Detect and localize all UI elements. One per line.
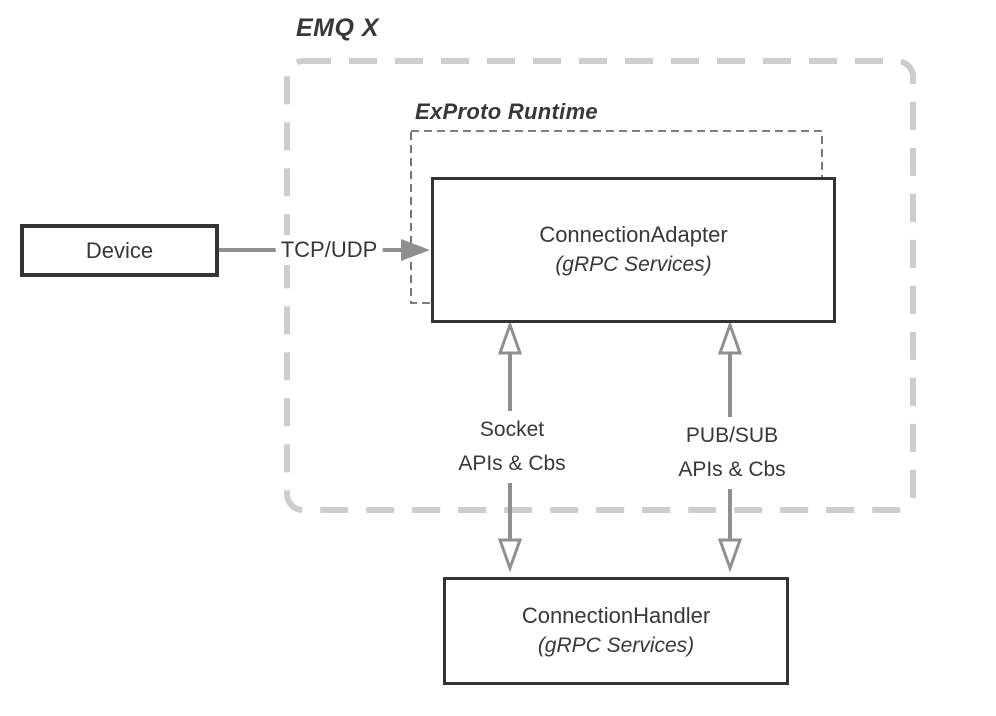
connection-handler-node: ConnectionHandler (gRPC Services)	[443, 577, 789, 685]
connection-adapter-node: ConnectionAdapter (gRPC Services)	[431, 177, 836, 323]
socket-edge-label-line1: Socket	[479, 418, 545, 441]
pubsub-arrowhead-down	[717, 538, 743, 573]
connection-handler-title: ConnectionHandler	[521, 603, 711, 628]
socket-edge-label-line2: APIs & Cbs	[458, 452, 566, 475]
socket-edge-label: Socket APIs & Cbs	[453, 411, 571, 483]
exproto-runtime-title: ExProto Runtime	[415, 99, 598, 124]
tcp-udp-arrowhead	[401, 239, 430, 261]
pubsub-edge-label-line2: APIs & Cbs	[678, 458, 786, 481]
tcp-udp-edge-label: TCP/UDP	[275, 235, 383, 265]
socket-arrowhead-up	[497, 320, 523, 355]
connection-adapter-title: ConnectionAdapter	[539, 222, 728, 247]
device-node-label: Device	[85, 237, 154, 263]
socket-arrowhead-down	[497, 538, 523, 573]
emqx-boundary-outline	[284, 58, 916, 513]
pubsub-edge-label: PUB/SUB APIs & Cbs	[673, 417, 791, 489]
emqx-title: EMQ X	[296, 14, 380, 42]
pubsub-arrowhead-up	[717, 320, 743, 355]
connection-adapter-subtitle: (gRPC Services)	[555, 253, 712, 276]
connection-handler-subtitle: (gRPC Services)	[537, 634, 695, 657]
pubsub-edge-label-line1: PUB/SUB	[685, 424, 779, 447]
device-node: Device	[20, 224, 219, 277]
